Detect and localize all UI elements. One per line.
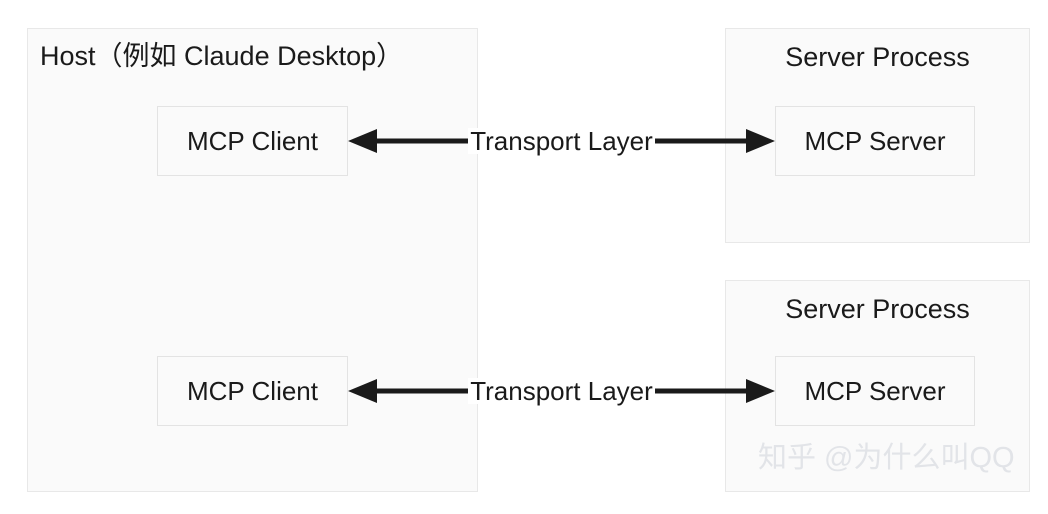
host-title: Host（例如 Claude Desktop）: [40, 41, 404, 71]
mcp-server-label-2: MCP Server: [804, 376, 946, 406]
transport-arrow-graphic-1: [348, 129, 775, 153]
arrowhead-right-icon: [746, 379, 775, 403]
arrowhead-left-icon: [348, 379, 377, 403]
server-process-title-1: Server Process: [785, 42, 970, 72]
mcp-client-node-2[interactable]: MCP Client: [157, 356, 348, 426]
mcp-client-node-1[interactable]: MCP Client: [157, 106, 348, 176]
mcp-client-label-1: MCP Client: [186, 126, 318, 156]
watermark: 知乎 @为什么叫QQ: [758, 442, 1015, 474]
mcp-server-node-2[interactable]: MCP Server: [775, 356, 975, 426]
mcp-client-label-2: MCP Client: [186, 376, 318, 406]
transport-connector-1: Transport Layer: [348, 126, 775, 156]
mcp-server-node-1[interactable]: MCP Server: [775, 106, 975, 176]
arrowhead-left-icon: [348, 129, 377, 153]
transport-arrow-graphic-2: [348, 379, 775, 403]
server-process-title-2: Server Process: [785, 294, 970, 324]
mcp-server-label-1: MCP Server: [804, 126, 946, 156]
transport-connector-2: Transport Layer: [348, 376, 775, 406]
arrowhead-right-icon: [746, 129, 775, 153]
